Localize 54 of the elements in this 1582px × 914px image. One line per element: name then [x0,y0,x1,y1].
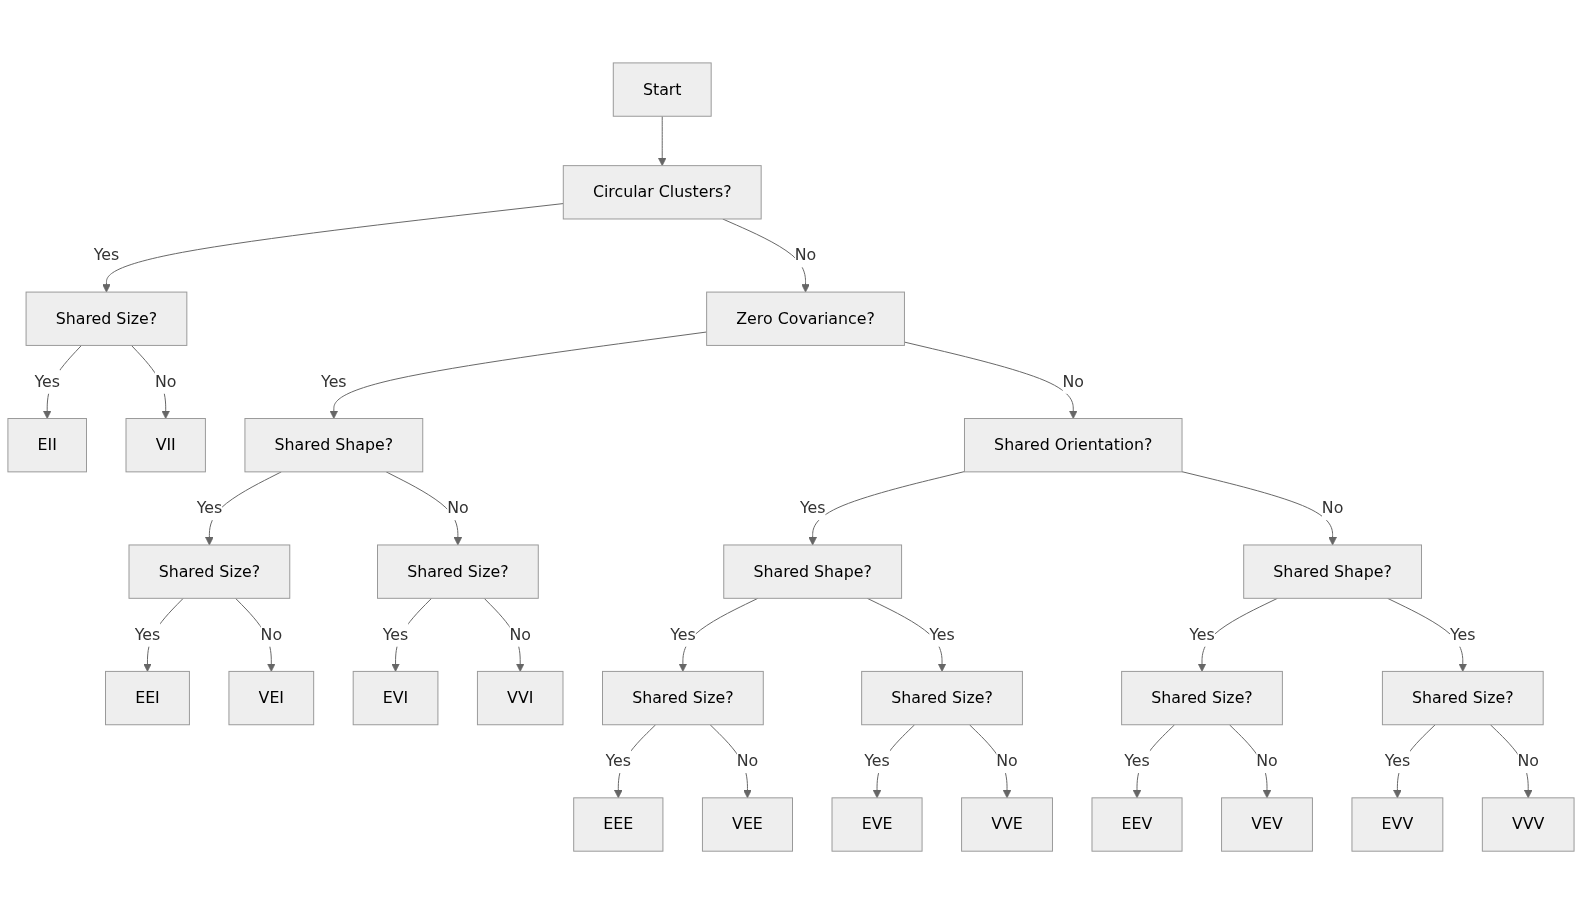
node-box: Shared Size? [25,291,188,346]
node-box: VEV [1221,797,1313,852]
node-box: VEE [701,797,793,852]
edge-label: Yes [864,751,890,771]
edge-label: Yes [605,751,632,771]
node-box: EVV [1351,797,1444,852]
node-box: Shared Orientation? [964,417,1183,473]
node-box: Zero Covariance? [706,291,905,346]
node-box: EEE [573,797,664,852]
node-box: Circular Clusters? [562,165,762,220]
edge-label: Yes [1384,751,1411,771]
edge-label: No [794,245,817,265]
edge-label: No [260,624,283,644]
edge-label: No [736,751,759,771]
node-box: EEI [105,670,190,726]
edge-label: Yes [382,624,409,644]
edge-label: Yes [134,624,161,644]
edge-label: No [447,498,469,518]
edge-label: Yes [670,624,696,644]
edge-label: No [509,624,531,644]
edge-label: No [1062,372,1085,391]
edge-label: No [154,372,177,391]
edge-label: No [1517,751,1539,771]
node-box: Shared Shape? [244,417,424,473]
edge-label: Yes [799,498,826,518]
node-box: Shared Shape? [723,544,903,599]
edge-label: Yes [1189,624,1215,644]
node-box: VEI [228,670,315,726]
node-box: Start [612,62,712,117]
node-box: Shared Size? [602,670,764,726]
edge-label: No [996,751,1018,771]
node-box: Shared Size? [1121,670,1283,726]
node-box: Shared Size? [377,544,539,599]
node-box: EVI [352,670,439,726]
node-box: Shared Size? [1381,670,1544,726]
edge-label: Yes [1450,624,1476,644]
edge-label: Yes [34,372,60,391]
node-box: EEV [1091,797,1183,852]
node-box: EII [7,417,87,473]
edge-label: Yes [321,372,347,391]
node-box: Shared Size? [128,544,291,599]
node-box: VVV [1481,797,1575,852]
edge-label: No [1256,751,1278,771]
edge-label: No [1321,498,1344,518]
edge-label: Yes [1124,751,1150,771]
edge-label: Yes [93,245,120,265]
node-box: Shared Size? [861,670,1023,726]
edge-label: Yes [196,498,223,518]
node-box: VVI [476,670,564,726]
node-box: VII [125,417,206,473]
node-box: VVE [961,797,1053,852]
node-box: EVE [831,797,923,852]
node-box: Shared Shape? [1243,544,1423,599]
edge-label: Yes [929,624,955,644]
